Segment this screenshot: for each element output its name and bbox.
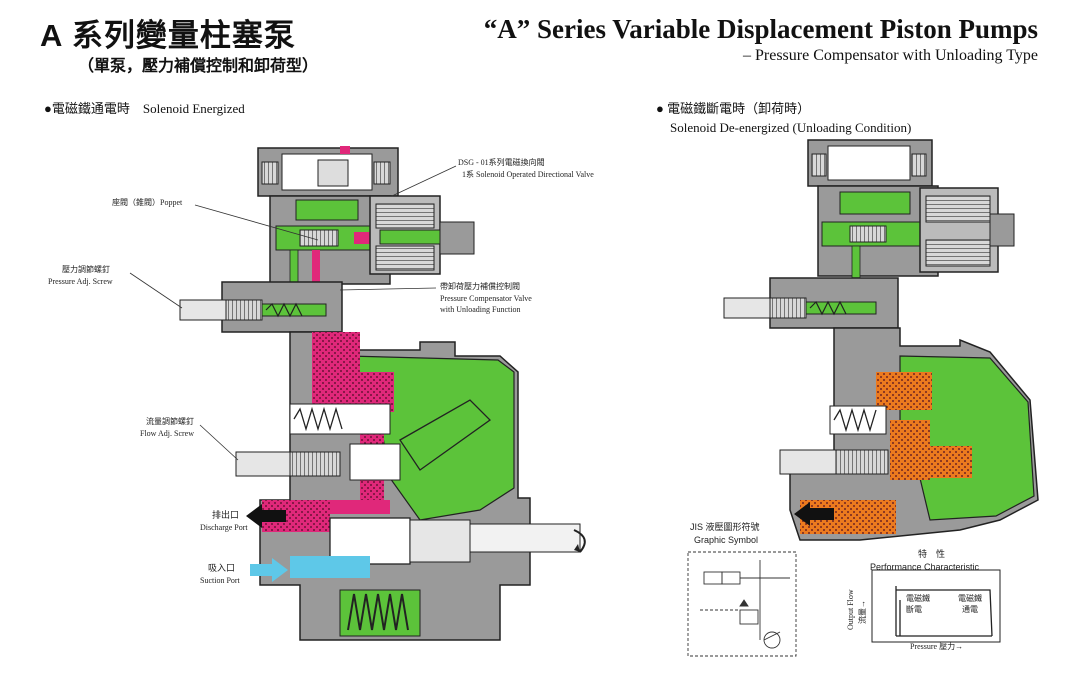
left-suction-channel: [290, 556, 370, 578]
right-section-heading-cn: ● 電磁鐵斷電時（卸荷時）: [656, 101, 811, 116]
label-discharge-en: Discharge Port: [200, 523, 248, 532]
page-title-en: “A” Series Variable Displacement Piston …: [483, 14, 1038, 44]
right-section-heading-en: Solenoid De-energized (Unloading Conditi…: [670, 120, 912, 135]
performance-chart: [871, 569, 1001, 643]
left-discharge-arrow: [246, 504, 286, 528]
performance-title-cn: 特 性: [918, 549, 946, 559]
label-solenoid-valve-cn: DSG - 01系列電磁換向閥: [458, 158, 545, 167]
label-comp-valve-en1: Pressure Compensator Valve: [440, 294, 532, 303]
label-suction-cn: 吸入口: [208, 563, 236, 573]
performance-label-right-1: 電磁鐵: [958, 594, 982, 603]
left-drive-shaft: [469, 523, 581, 553]
performance-label-right-2: 通電: [962, 605, 978, 614]
left-flow-adj-screw: [235, 451, 291, 477]
graphic-symbol-diagram: [687, 551, 797, 657]
label-suction-en: Suction Port: [200, 576, 240, 585]
label-flow-screw-cn: 流量調節螺釘: [146, 417, 194, 426]
page-subtitle-cn: （單泵，壓力補償控制和卸荷型）: [78, 58, 319, 75]
left-leader-lines: [129, 165, 457, 461]
left-pressure-adj-screw: [179, 299, 227, 321]
graphic-symbol-title-en: Graphic Symbol: [694, 535, 759, 545]
graphic-symbol-title-cn: JIS 液壓圖形符號: [690, 522, 760, 532]
left-suction-arrow: [250, 558, 288, 582]
label-pressure-screw-cn: 壓力調節螺釘: [62, 265, 110, 274]
label-solenoid-valve-en: 1系 Solenoid Operated Directional Valve: [462, 170, 594, 179]
performance-title-en: Performance Characteristic: [870, 562, 980, 572]
left-pump: [179, 146, 586, 641]
performance-ylabel-cn: 流量→: [858, 600, 867, 624]
label-pressure-screw-en: Pressure Adj. Screw: [48, 277, 113, 286]
performance-label-left-2: 斷電: [906, 605, 922, 614]
left-section-heading: ●電磁鐵通電時 Solenoid Energized: [44, 101, 245, 116]
page-title-cn: A 系列變量柱塞泵: [40, 18, 296, 53]
label-comp-valve-cn: 帶卸荷壓力補償控制閥: [440, 282, 520, 291]
label-poppet: 座閥（錐閥）Poppet: [112, 198, 183, 207]
page-subtitle-en: – Pressure Compensator with Unloading Ty…: [743, 47, 1038, 64]
label-flow-screw-en: Flow Adj. Screw: [140, 429, 194, 438]
performance-xlabel: Pressure 壓力→: [910, 642, 964, 651]
label-comp-valve-en2: with Unloading Function: [440, 305, 521, 314]
right-discharge-arrow: [794, 502, 834, 526]
performance-label-left-1: 電磁鐵: [906, 594, 930, 603]
label-discharge-cn: 排出口: [212, 510, 240, 520]
right-pump: [723, 139, 1039, 541]
performance-ylabel-en: Output Flow: [846, 589, 855, 630]
